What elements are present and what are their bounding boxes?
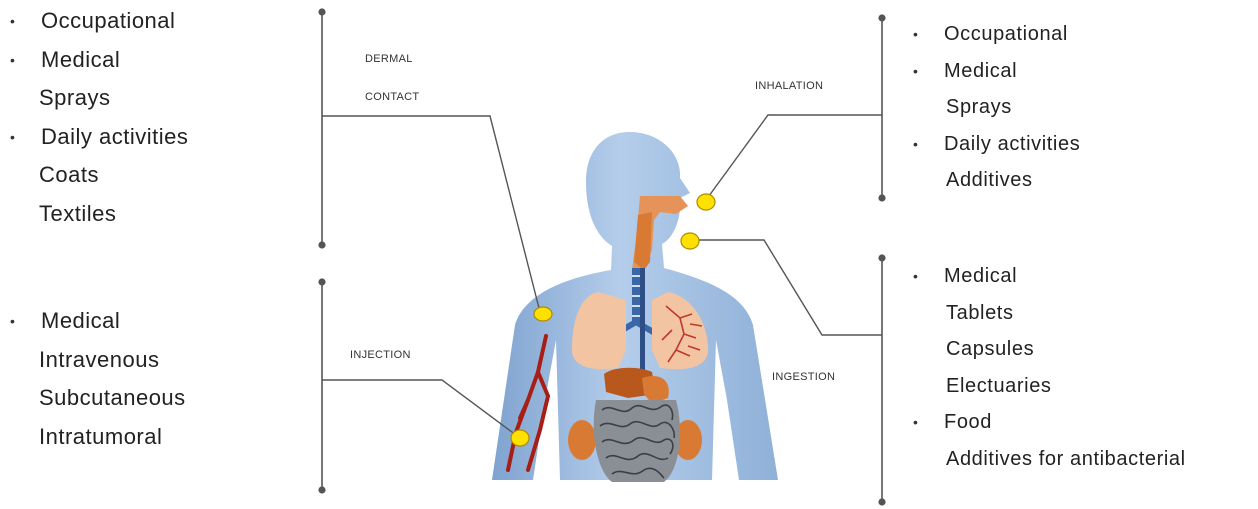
entry-point-injection bbox=[511, 430, 529, 446]
ingestion-sources-list: MedicalTabletsCapsulesElectuariesFoodAdd… bbox=[944, 258, 1186, 477]
list-item: Additives bbox=[946, 162, 1080, 199]
list-item: Occupational bbox=[41, 2, 188, 41]
connector-inhalation bbox=[706, 115, 882, 200]
entry-point-inhalation bbox=[697, 194, 715, 210]
entry-point-dermal bbox=[534, 307, 552, 321]
route-label-dermal-line1: DERMAL bbox=[365, 40, 419, 78]
list-item: Daily activities bbox=[944, 126, 1080, 163]
bracket-dermal-contact bbox=[319, 9, 325, 248]
dermal-sources-list: OccupationalMedicalSpraysDaily activitie… bbox=[41, 2, 188, 233]
connector-dermal-contact bbox=[322, 116, 540, 312]
list-item: Capsules bbox=[946, 331, 1186, 368]
list-item: Additives for antibacterial bbox=[946, 441, 1186, 478]
list-item: Tablets bbox=[946, 295, 1186, 332]
list-item: Medical bbox=[944, 53, 1080, 90]
list-item: Electuaries bbox=[946, 368, 1186, 405]
bracket-inhalation bbox=[879, 15, 885, 201]
bracket-injection bbox=[319, 279, 325, 493]
list-item: Occupational bbox=[944, 16, 1080, 53]
list-item: Medical bbox=[944, 258, 1186, 295]
route-label-dermal-contact: DERMAL CONTACT bbox=[365, 40, 419, 116]
list-item: Coats bbox=[39, 156, 188, 195]
esophagus bbox=[640, 268, 645, 378]
list-item: Daily activities bbox=[41, 118, 188, 157]
route-label-inhalation: INHALATION bbox=[755, 67, 823, 105]
list-item: Sprays bbox=[39, 79, 188, 118]
list-item: Intravenous bbox=[39, 341, 186, 380]
injection-sources-list: MedicalIntravenousSubcutaneousIntratumor… bbox=[41, 302, 186, 456]
list-item: Subcutaneous bbox=[39, 379, 186, 418]
list-item: Sprays bbox=[946, 89, 1080, 126]
connector-injection bbox=[322, 380, 520, 438]
inhalation-sources-list: OccupationalMedicalSpraysDaily activitie… bbox=[944, 16, 1080, 199]
list-item: Food bbox=[944, 404, 1186, 441]
list-item: Intratumoral bbox=[39, 418, 186, 457]
left-kidney bbox=[568, 420, 596, 460]
entry-point-ingestion bbox=[681, 233, 699, 249]
list-item: Medical bbox=[41, 302, 186, 341]
human-body-figure bbox=[492, 132, 778, 482]
route-label-dermal-line2: CONTACT bbox=[365, 78, 419, 116]
intestines bbox=[594, 400, 680, 482]
list-item: Textiles bbox=[39, 195, 188, 234]
list-item: Medical bbox=[41, 41, 188, 80]
route-label-ingestion: INGESTION bbox=[772, 358, 835, 396]
route-label-injection: INJECTION bbox=[350, 336, 411, 374]
bracket-ingestion bbox=[879, 255, 885, 505]
